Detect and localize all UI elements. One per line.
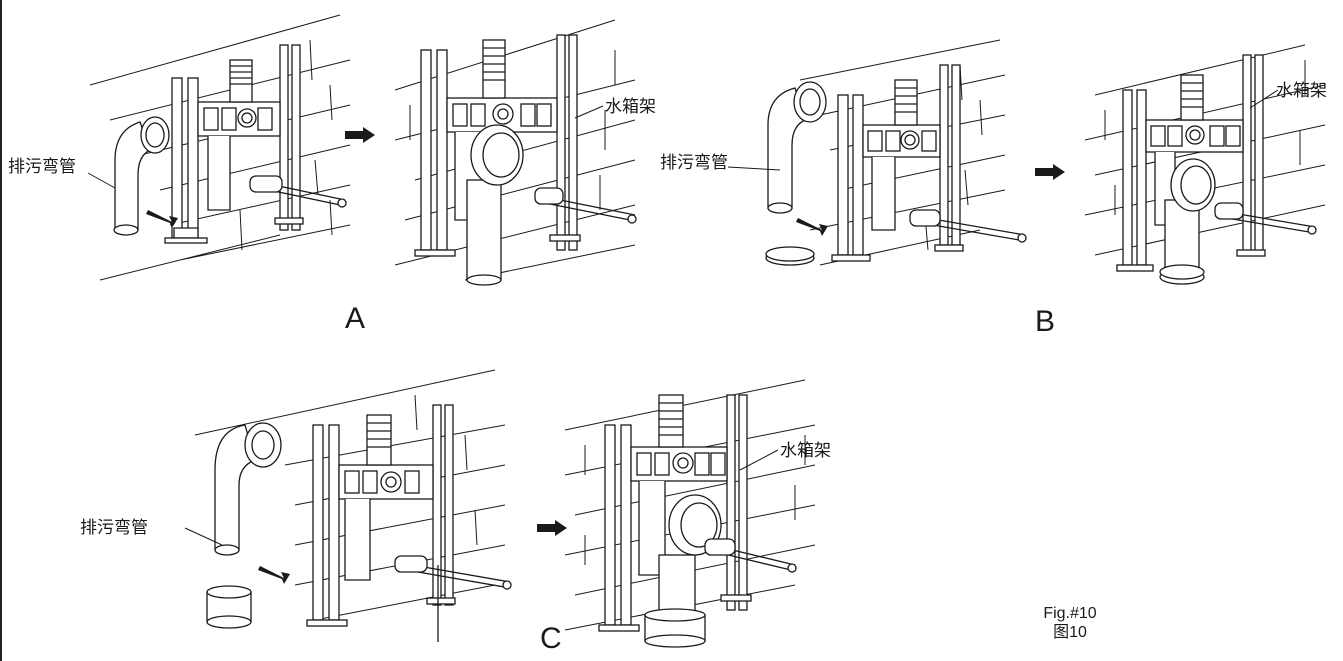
step-label-a: A — [345, 302, 366, 335]
right-arrow-icon — [1035, 164, 1065, 180]
panel-b-after — [1084, 44, 1326, 285]
frame-label-a: 水箱架 — [605, 97, 656, 117]
pipe-label-b: 排污弯管 — [660, 153, 728, 173]
step-label-b: B — [1035, 305, 1056, 338]
figure-caption-zh: 图10 — [1053, 624, 1087, 641]
right-arrow-icon — [537, 520, 567, 536]
figure-caption: Fig.#10 图10 — [1015, 604, 1125, 642]
panel-c-before — [194, 369, 512, 642]
push-arrow-icon — [146, 210, 178, 228]
panel-b-before — [765, 39, 1027, 266]
panel-a-before — [89, 14, 351, 281]
frame-label-c: 水箱架 — [780, 441, 831, 461]
step-label-c: C — [540, 622, 562, 655]
pipe-label-c: 排污弯管 — [80, 518, 148, 538]
right-arrow-icon — [345, 127, 375, 143]
push-arrow-icon — [796, 218, 828, 236]
frame-label-b: 水箱架 — [1276, 81, 1327, 101]
push-arrow-icon — [258, 566, 290, 584]
left-border — [0, 0, 2, 661]
pipe-label-a: 排污弯管 — [8, 157, 76, 177]
panel-a-after — [394, 19, 637, 286]
panel-c-after — [564, 379, 816, 648]
figure-caption-en: Fig.#10 — [1043, 605, 1097, 622]
